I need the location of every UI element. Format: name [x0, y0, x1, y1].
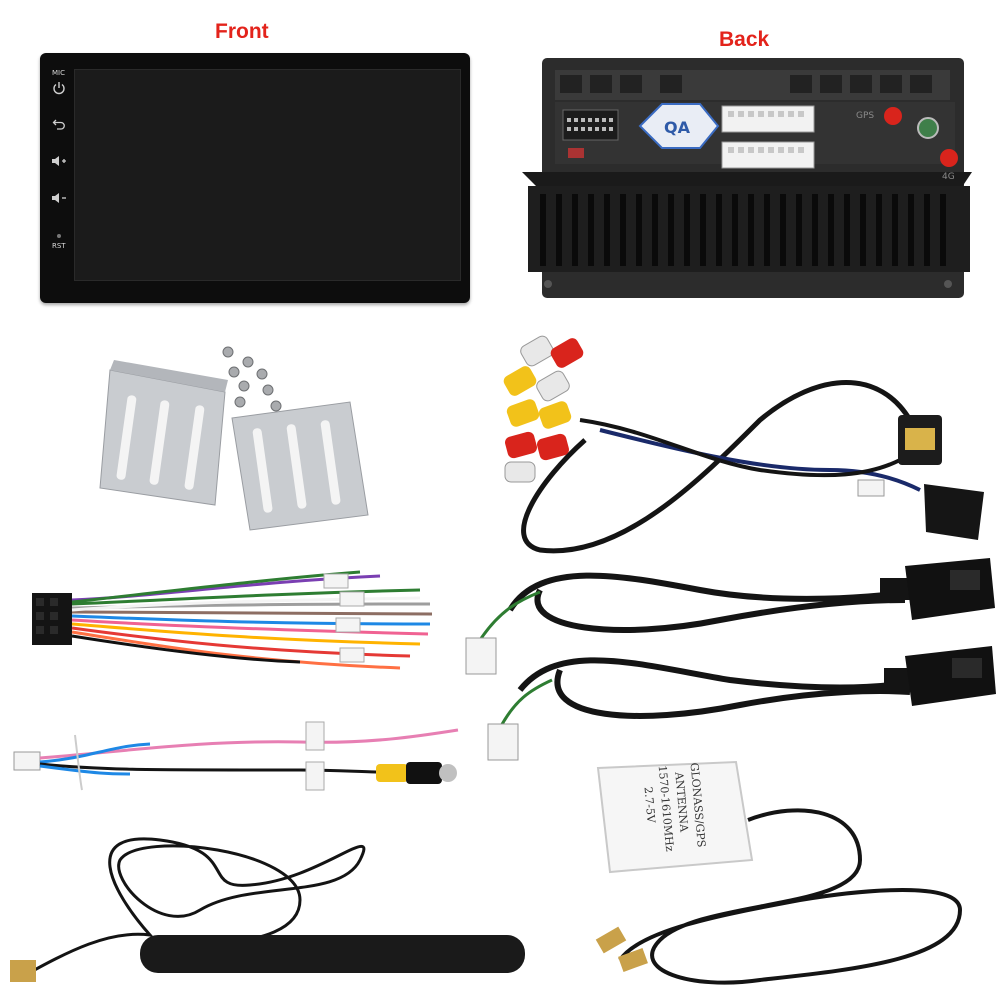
gps-port-label: GPS — [856, 111, 875, 121]
volume-up-icon — [52, 156, 66, 166]
stereo-front-unit: MIC RST — [40, 53, 470, 303]
mounting-brackets — [99, 360, 369, 531]
reset-hole — [57, 234, 61, 238]
screws — [222, 346, 282, 412]
rst-label: RST — [52, 242, 66, 250]
4g-port-label: 4G — [942, 172, 955, 182]
svg-text:QA: QA — [664, 118, 691, 137]
back-heading: Back — [719, 28, 770, 51]
front-heading: Front — [215, 20, 269, 43]
volume-down-icon — [52, 193, 66, 203]
usb-cables — [465, 558, 996, 761]
gps-label-line4: 2.7-5V — [641, 786, 657, 824]
wifi-camera-cable — [13, 721, 459, 791]
gps-label-line1: GLONASS/GPS — [688, 762, 708, 848]
gps-label-line2: ANTENNA — [672, 771, 690, 834]
mic-label: MIC — [52, 69, 65, 77]
stereo-back-unit: QA — [522, 58, 972, 298]
power-speaker-harness — [32, 570, 433, 670]
stereo-screen — [74, 69, 461, 281]
back-icon — [52, 119, 65, 130]
power-icon — [53, 82, 65, 95]
rca-usb-harness — [503, 335, 984, 554]
